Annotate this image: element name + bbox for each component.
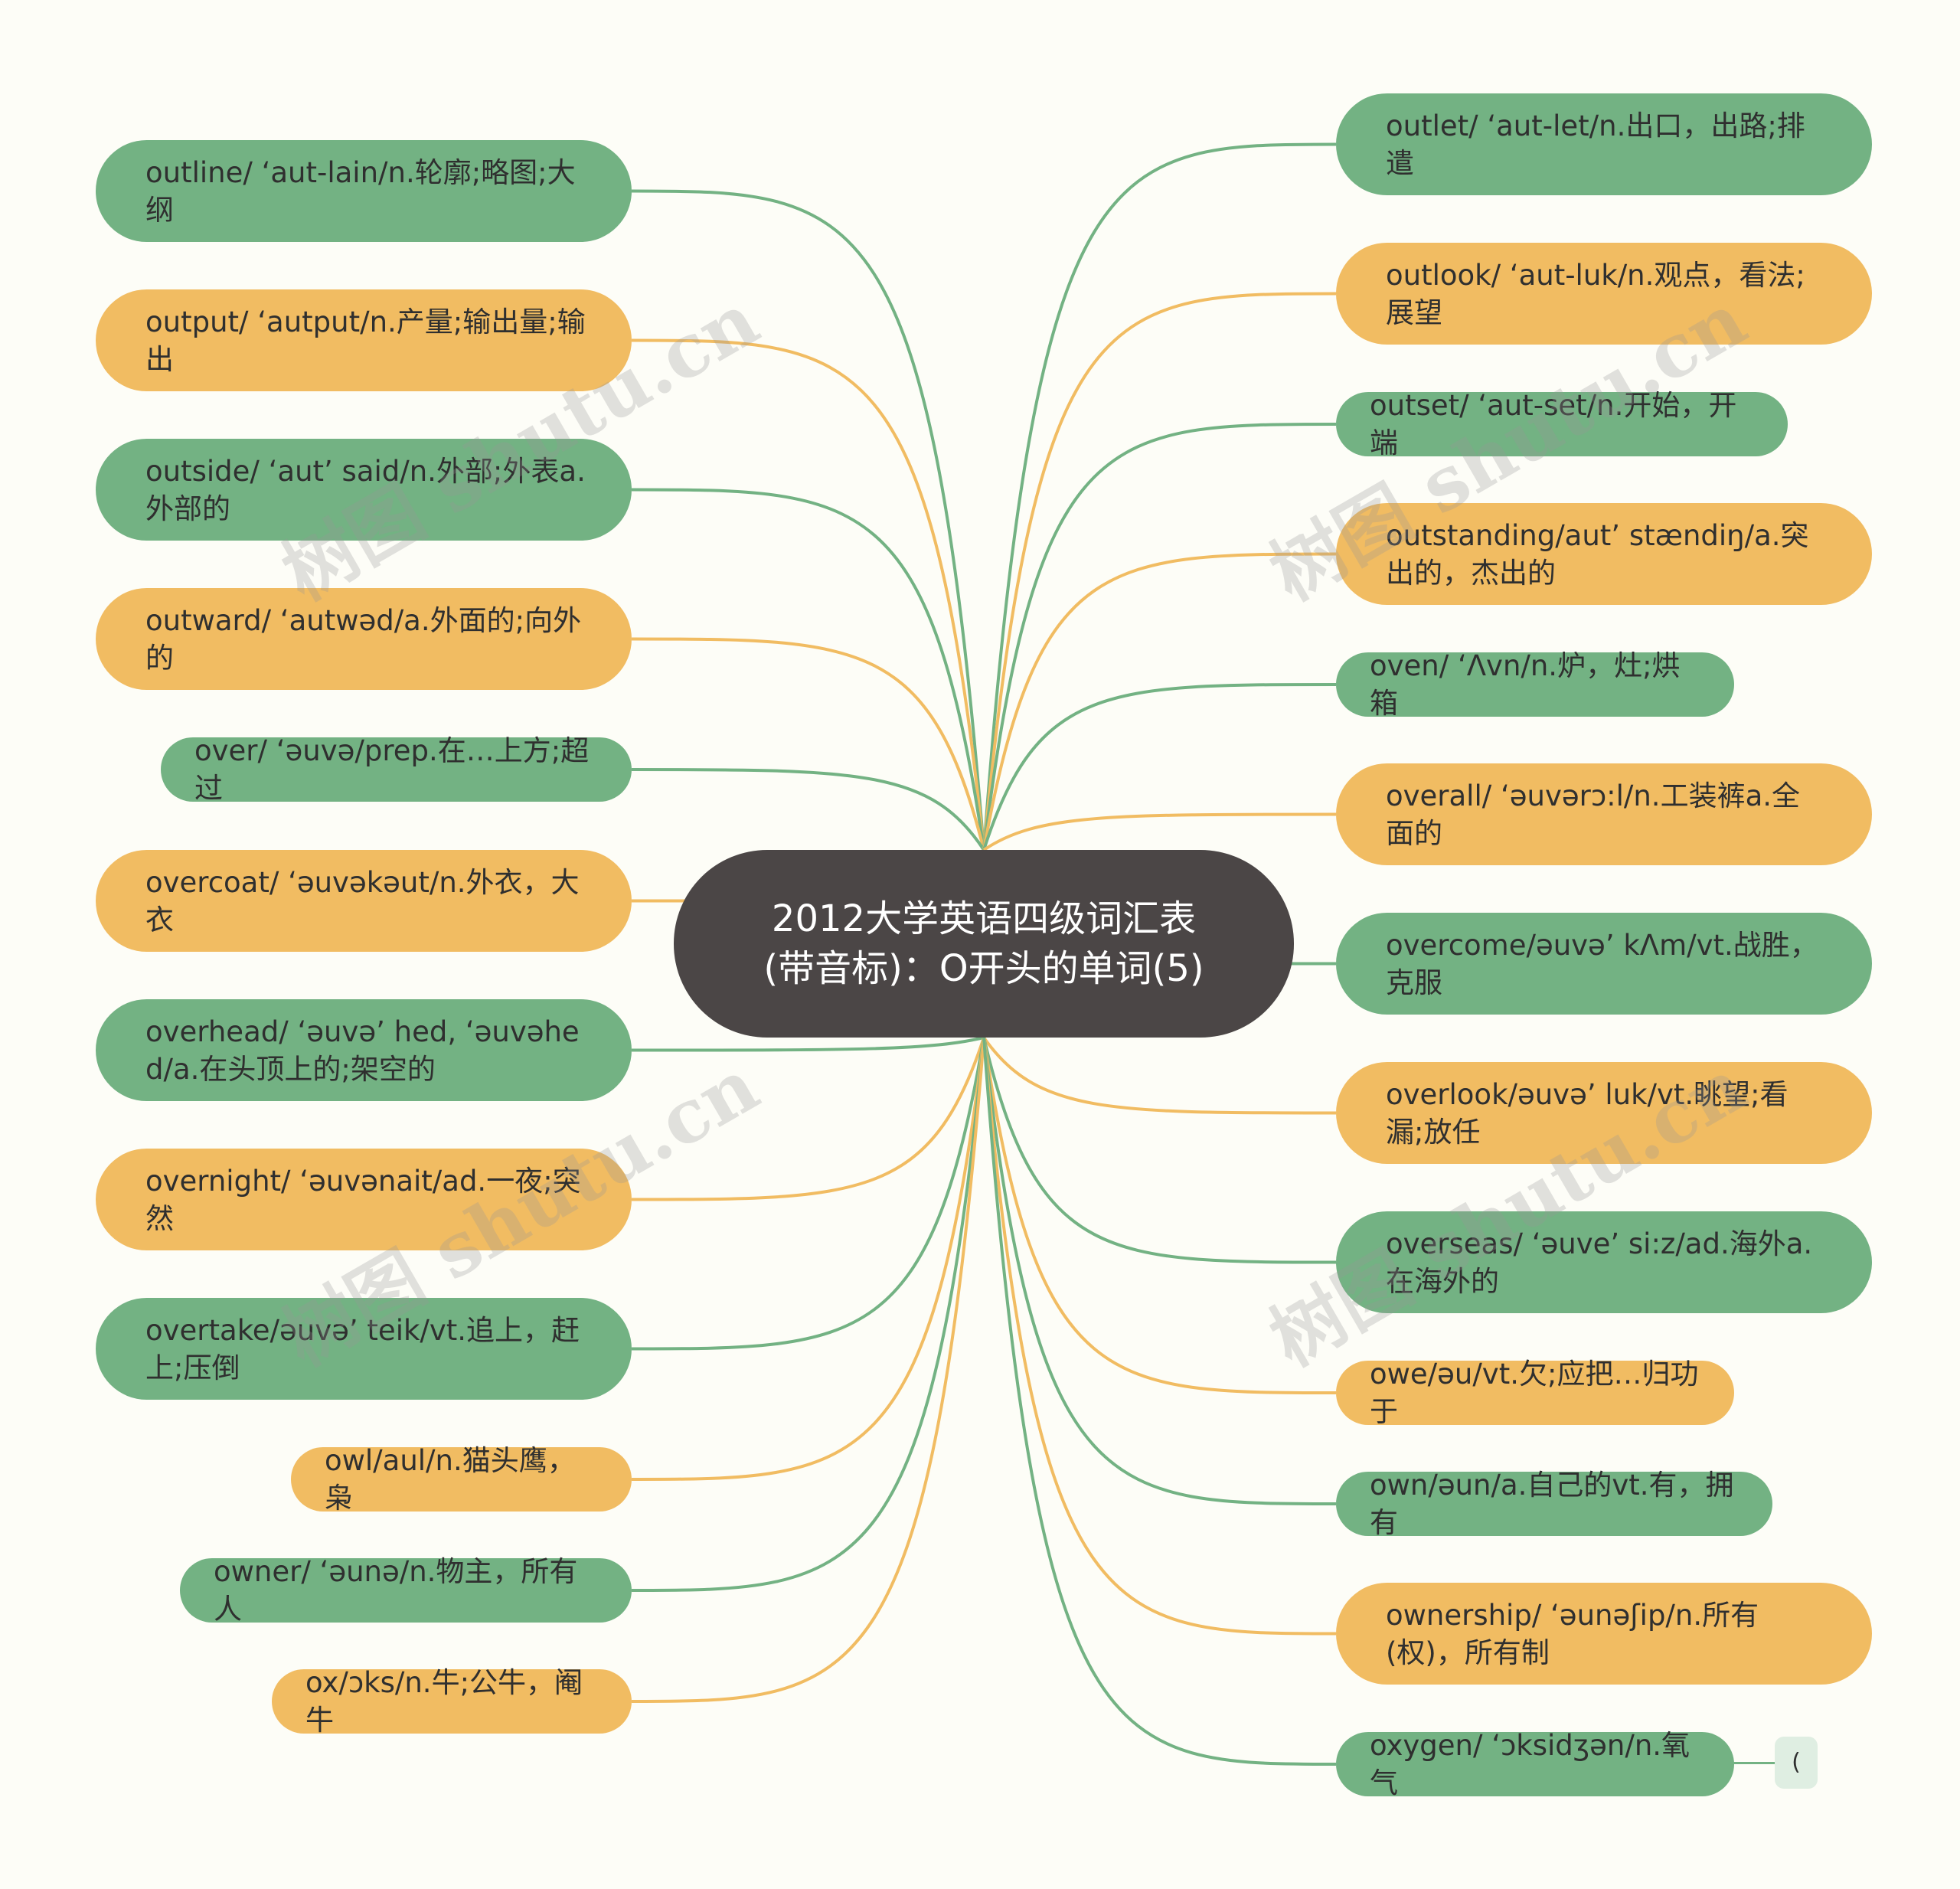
right-node-outlook[interactable]: outlook/ ‘aut-luk/n.观点，看法;展望 bbox=[1336, 243, 1872, 345]
edge-right-10 bbox=[982, 1037, 1337, 1505]
left-node-over[interactable]: over/ ‘əuvə/prep.在…上方;超过 bbox=[161, 734, 632, 805]
left-node-overnight[interactable]: overnight/ ‘əuvənait/ad.一夜;突然 bbox=[96, 1149, 632, 1250]
left-node-overhead[interactable]: overhead/ ‘əuvə’ hed, ‘əuvəhed/a.在头顶上的;架… bbox=[96, 999, 632, 1101]
node-label: overcome/əuvə’ kΛm/vt.战胜，克服 bbox=[1386, 928, 1818, 999]
edge-right-5 bbox=[982, 812, 1337, 851]
edge-left-3 bbox=[631, 637, 985, 851]
left-node-owner[interactable]: owner/ ‘əunə/n.物主，所有人 bbox=[180, 1555, 632, 1626]
node-label: overlook/əuvə’ luk/vt.眺望;看漏;放任 bbox=[1386, 1077, 1788, 1149]
edge-left-8 bbox=[631, 1037, 985, 1351]
node-label: outlook/ ‘aut-luk/n.观点，看法;展望 bbox=[1386, 258, 1805, 329]
edge-left-2 bbox=[631, 488, 985, 851]
node-label: overhead/ ‘əuvə’ hed, ‘əuvəhed/a.在头顶上的;架… bbox=[145, 1015, 580, 1086]
right-node-overseas[interactable]: overseas/ ‘əuve’ si:z/ad.海外a.在海外的 bbox=[1336, 1211, 1872, 1313]
edge-right-2 bbox=[982, 423, 1337, 851]
node-label: output/ ‘autput/n.产量;输出量;输出 bbox=[145, 305, 586, 376]
edge-left-4 bbox=[631, 768, 985, 851]
edge-left-11 bbox=[631, 1037, 985, 1703]
root-topic-node[interactable]: 2012大学英语四级词汇表(带音标)：O开头的单词(5) bbox=[674, 850, 1294, 1038]
edge-right-7 bbox=[982, 1036, 1337, 1115]
right-node-overlook[interactable]: overlook/əuvə’ luk/vt.眺望;看漏;放任 bbox=[1336, 1062, 1872, 1164]
edge-right-11 bbox=[982, 1037, 1337, 1636]
edge-left-7 bbox=[631, 1037, 985, 1201]
node-label: ownership/ ‘əunəʃip/n.所有(权)，所有制 bbox=[1386, 1598, 1759, 1669]
right-node-oven[interactable]: oven/ ‘Λvn/n.炉，灶;烘箱 bbox=[1336, 649, 1734, 720]
right-node-outstanding[interactable]: outstanding/aut’ stændiŋ/a.突出的，杰出的 bbox=[1336, 503, 1872, 605]
tail-connector bbox=[1732, 1762, 1775, 1764]
left-node-ox[interactable]: ox/ɔks/n.牛;公牛，阉牛 bbox=[272, 1666, 632, 1737]
node-label: owl/aul/n.猫头鹰，枭 bbox=[325, 1444, 576, 1515]
node-label: over/ ‘əuvə/prep.在…上方;超过 bbox=[194, 734, 590, 805]
node-label: outside/ ‘aut’ said/n.外部;外表a.外部的 bbox=[145, 454, 586, 525]
left-node-output[interactable]: output/ ‘autput/n.产量;输出量;输出 bbox=[96, 289, 632, 391]
node-label: outline/ ‘aut-lain/n.轮廓;略图;大纲 bbox=[145, 155, 576, 227]
node-label: overcoat/ ‘əuvəkəut/n.外衣，大衣 bbox=[145, 865, 580, 936]
node-label: outlet/ ‘aut-let/n.出口，出路;排遣 bbox=[1386, 109, 1805, 180]
node-label: outstanding/aut’ stændiŋ/a.突出的，杰出的 bbox=[1386, 518, 1809, 590]
right-node-outlet[interactable]: outlet/ ‘aut-let/n.出口，出路;排遣 bbox=[1336, 93, 1872, 195]
edge-right-8 bbox=[982, 1037, 1337, 1264]
root-topic-label: 2012大学英语四级词汇表(带音标)：O开头的单词(5) bbox=[763, 897, 1204, 990]
node-label: own/əun/a.自己的vt.有，拥有 bbox=[1370, 1469, 1734, 1539]
edge-right-9 bbox=[982, 1037, 1337, 1394]
right-node-own[interactable]: own/əun/a.自己的vt.有，拥有 bbox=[1336, 1469, 1772, 1539]
edge-right-0 bbox=[982, 142, 1337, 851]
left-node-owl[interactable]: owl/aul/n.猫头鹰，枭 bbox=[291, 1444, 632, 1515]
edge-left-9 bbox=[631, 1037, 985, 1481]
edge-left-10 bbox=[631, 1037, 985, 1592]
right-node-outset[interactable]: outset/ ‘aut-set/n.开始，开端 bbox=[1336, 389, 1788, 459]
node-label: outset/ ‘aut-set/n.开始，开端 bbox=[1370, 389, 1737, 459]
left-node-overcoat[interactable]: overcoat/ ‘əuvəkəut/n.外衣，大衣 bbox=[96, 850, 632, 952]
edge-right-3 bbox=[982, 552, 1337, 851]
edge-right-12 bbox=[982, 1037, 1337, 1766]
node-label: overseas/ ‘əuve’ si:z/ad.海外a.在海外的 bbox=[1386, 1227, 1813, 1298]
right-node-overall[interactable]: overall/ ‘əuvərɔ:l/n.工装裤a.全面的 bbox=[1336, 763, 1872, 865]
node-label: oven/ ‘Λvn/n.炉，灶;烘箱 bbox=[1370, 649, 1681, 720]
node-label: overall/ ‘əuvərɔ:l/n.工装裤a.全面的 bbox=[1386, 779, 1800, 850]
right-node-oxygen[interactable]: oxygen/ ‘ɔksidʒən/n.氧气 bbox=[1336, 1729, 1734, 1799]
edge-right-4 bbox=[982, 683, 1337, 851]
node-label: owe/əu/vt.欠;应把…归功于 bbox=[1370, 1358, 1699, 1428]
right-node-owe[interactable]: owe/əu/vt.欠;应把…归功于 bbox=[1336, 1358, 1734, 1428]
left-node-outside[interactable]: outside/ ‘aut’ said/n.外部;外表a.外部的 bbox=[96, 439, 632, 541]
node-label: outward/ ‘autwəd/a.外面的;向外的 bbox=[145, 603, 582, 675]
collapsed-child-label: ( bbox=[1792, 1749, 1801, 1776]
node-label: oxygen/ ‘ɔksidʒən/n.氧气 bbox=[1370, 1729, 1690, 1799]
left-node-outline[interactable]: outline/ ‘aut-lain/n.轮廓;略图;大纲 bbox=[96, 140, 632, 242]
collapsed-child-node[interactable]: ( bbox=[1775, 1737, 1818, 1789]
edge-right-1 bbox=[982, 292, 1337, 851]
node-label: overnight/ ‘əuvənait/ad.一夜;突然 bbox=[145, 1164, 581, 1235]
node-label: overtake/əuvə’ teik/vt.追上，赶上;压倒 bbox=[145, 1313, 580, 1384]
edge-left-6 bbox=[631, 1036, 985, 1052]
right-node-ownership[interactable]: ownership/ ‘əunəʃip/n.所有(权)，所有制 bbox=[1336, 1583, 1872, 1685]
right-node-overcome[interactable]: overcome/əuvə’ kΛm/vt.战胜，克服 bbox=[1336, 913, 1872, 1015]
edge-left-0 bbox=[631, 189, 985, 851]
left-node-overtake[interactable]: overtake/əuvə’ teik/vt.追上，赶上;压倒 bbox=[96, 1298, 632, 1400]
node-label: owner/ ‘əunə/n.物主，所有人 bbox=[214, 1555, 578, 1626]
left-node-outward[interactable]: outward/ ‘autwəd/a.外面的;向外的 bbox=[96, 588, 632, 690]
node-label: ox/ɔks/n.牛;公牛，阉牛 bbox=[305, 1666, 583, 1737]
edge-left-1 bbox=[631, 338, 985, 851]
